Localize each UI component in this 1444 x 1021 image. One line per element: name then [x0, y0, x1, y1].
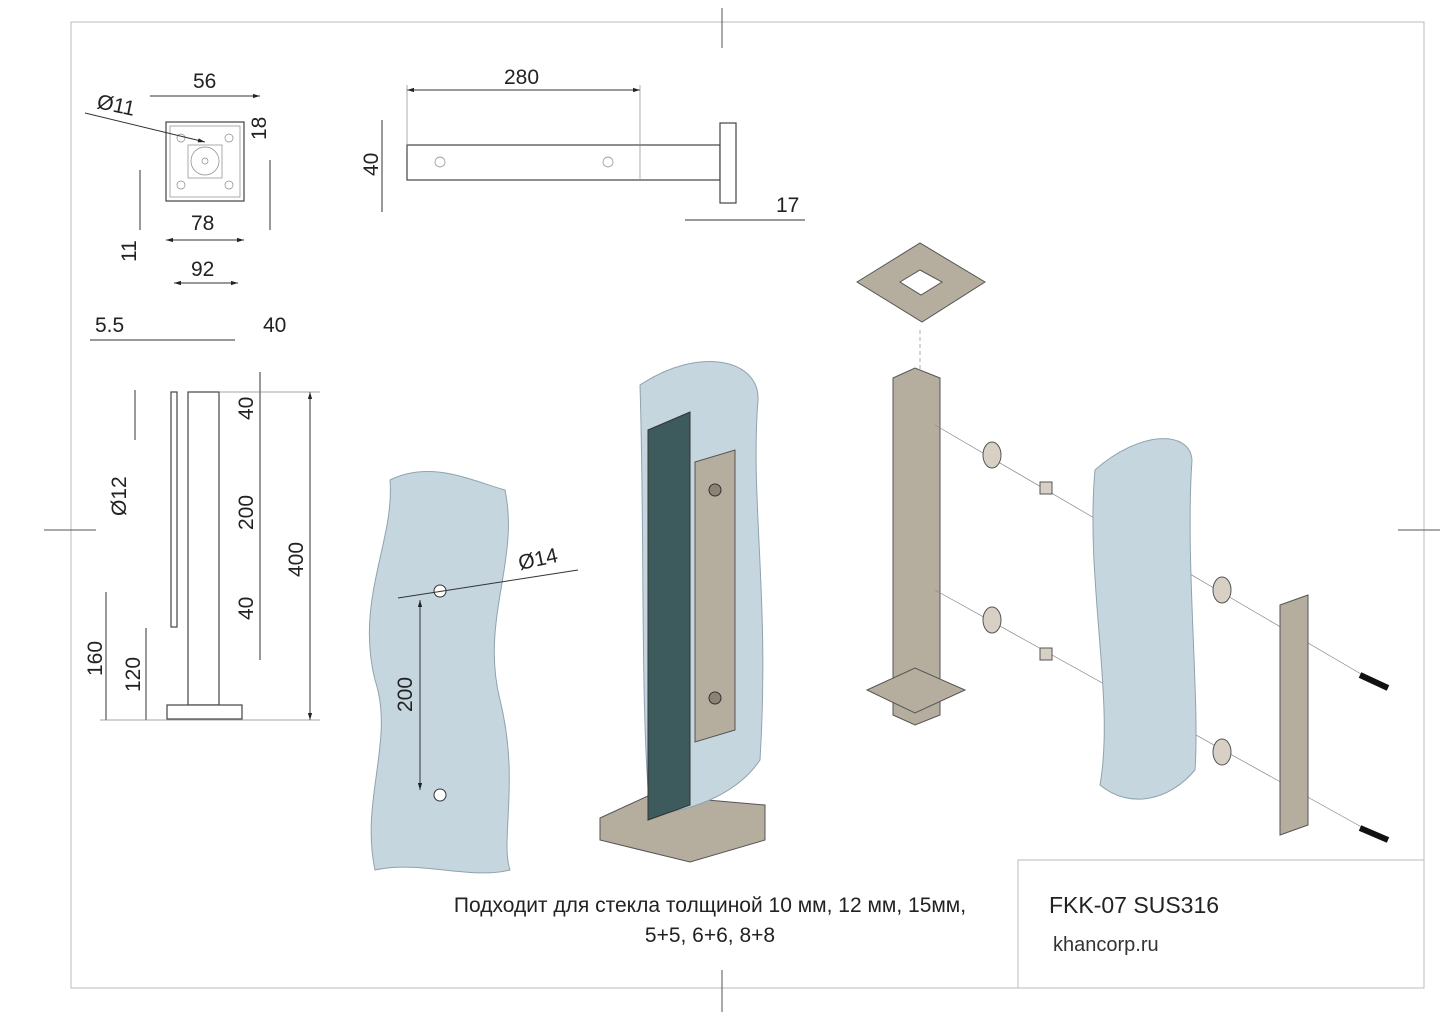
dim-56: 56 [193, 70, 216, 93]
dim-78: 78 [191, 212, 214, 235]
dim-200-side: 200 [235, 495, 258, 530]
dim-400: 400 [285, 542, 308, 577]
model-name: FKK-07 SUS316 [1049, 892, 1219, 918]
dim-120: 120 [122, 657, 145, 692]
dim-bolt-diameter: Ø12 [108, 476, 131, 516]
dim-glass-hole: Ø14 [516, 544, 560, 575]
dim-92: 92 [191, 258, 214, 281]
bracket-top-view [381, 85, 805, 221]
dim-17: 17 [776, 194, 799, 217]
title-block [1017, 859, 1425, 989]
dim-11: 11 [118, 240, 141, 262]
dim-40-post: 40 [263, 314, 286, 337]
dim-18: 18 [248, 117, 271, 140]
dim-160: 160 [84, 641, 107, 676]
dim-40-height: 40 [360, 153, 383, 176]
dim-40-bottom: 40 [235, 597, 258, 620]
caption-line-2: 5+5, 6+6, 8+8 [645, 924, 775, 947]
dim-5-5: 5.5 [95, 314, 124, 337]
website: khancorp.ru [1053, 934, 1159, 956]
glass-panel-view [368, 470, 579, 874]
dim-200-glass: 200 [394, 677, 417, 712]
center-marks [44, 8, 1440, 1012]
dim-hole-diameter: Ø11 [95, 90, 137, 120]
dim-40-top: 40 [235, 397, 258, 420]
drawing-frame [70, 21, 1425, 989]
dim-280: 280 [504, 66, 539, 89]
caption-line-1: Подходит для стекла толщиной 10 мм, 12 м… [454, 894, 966, 917]
exploded-assembly [856, 242, 1390, 843]
assembled-post-iso [599, 361, 766, 863]
base-plan-view [84, 93, 271, 286]
post-side-view [90, 339, 320, 721]
